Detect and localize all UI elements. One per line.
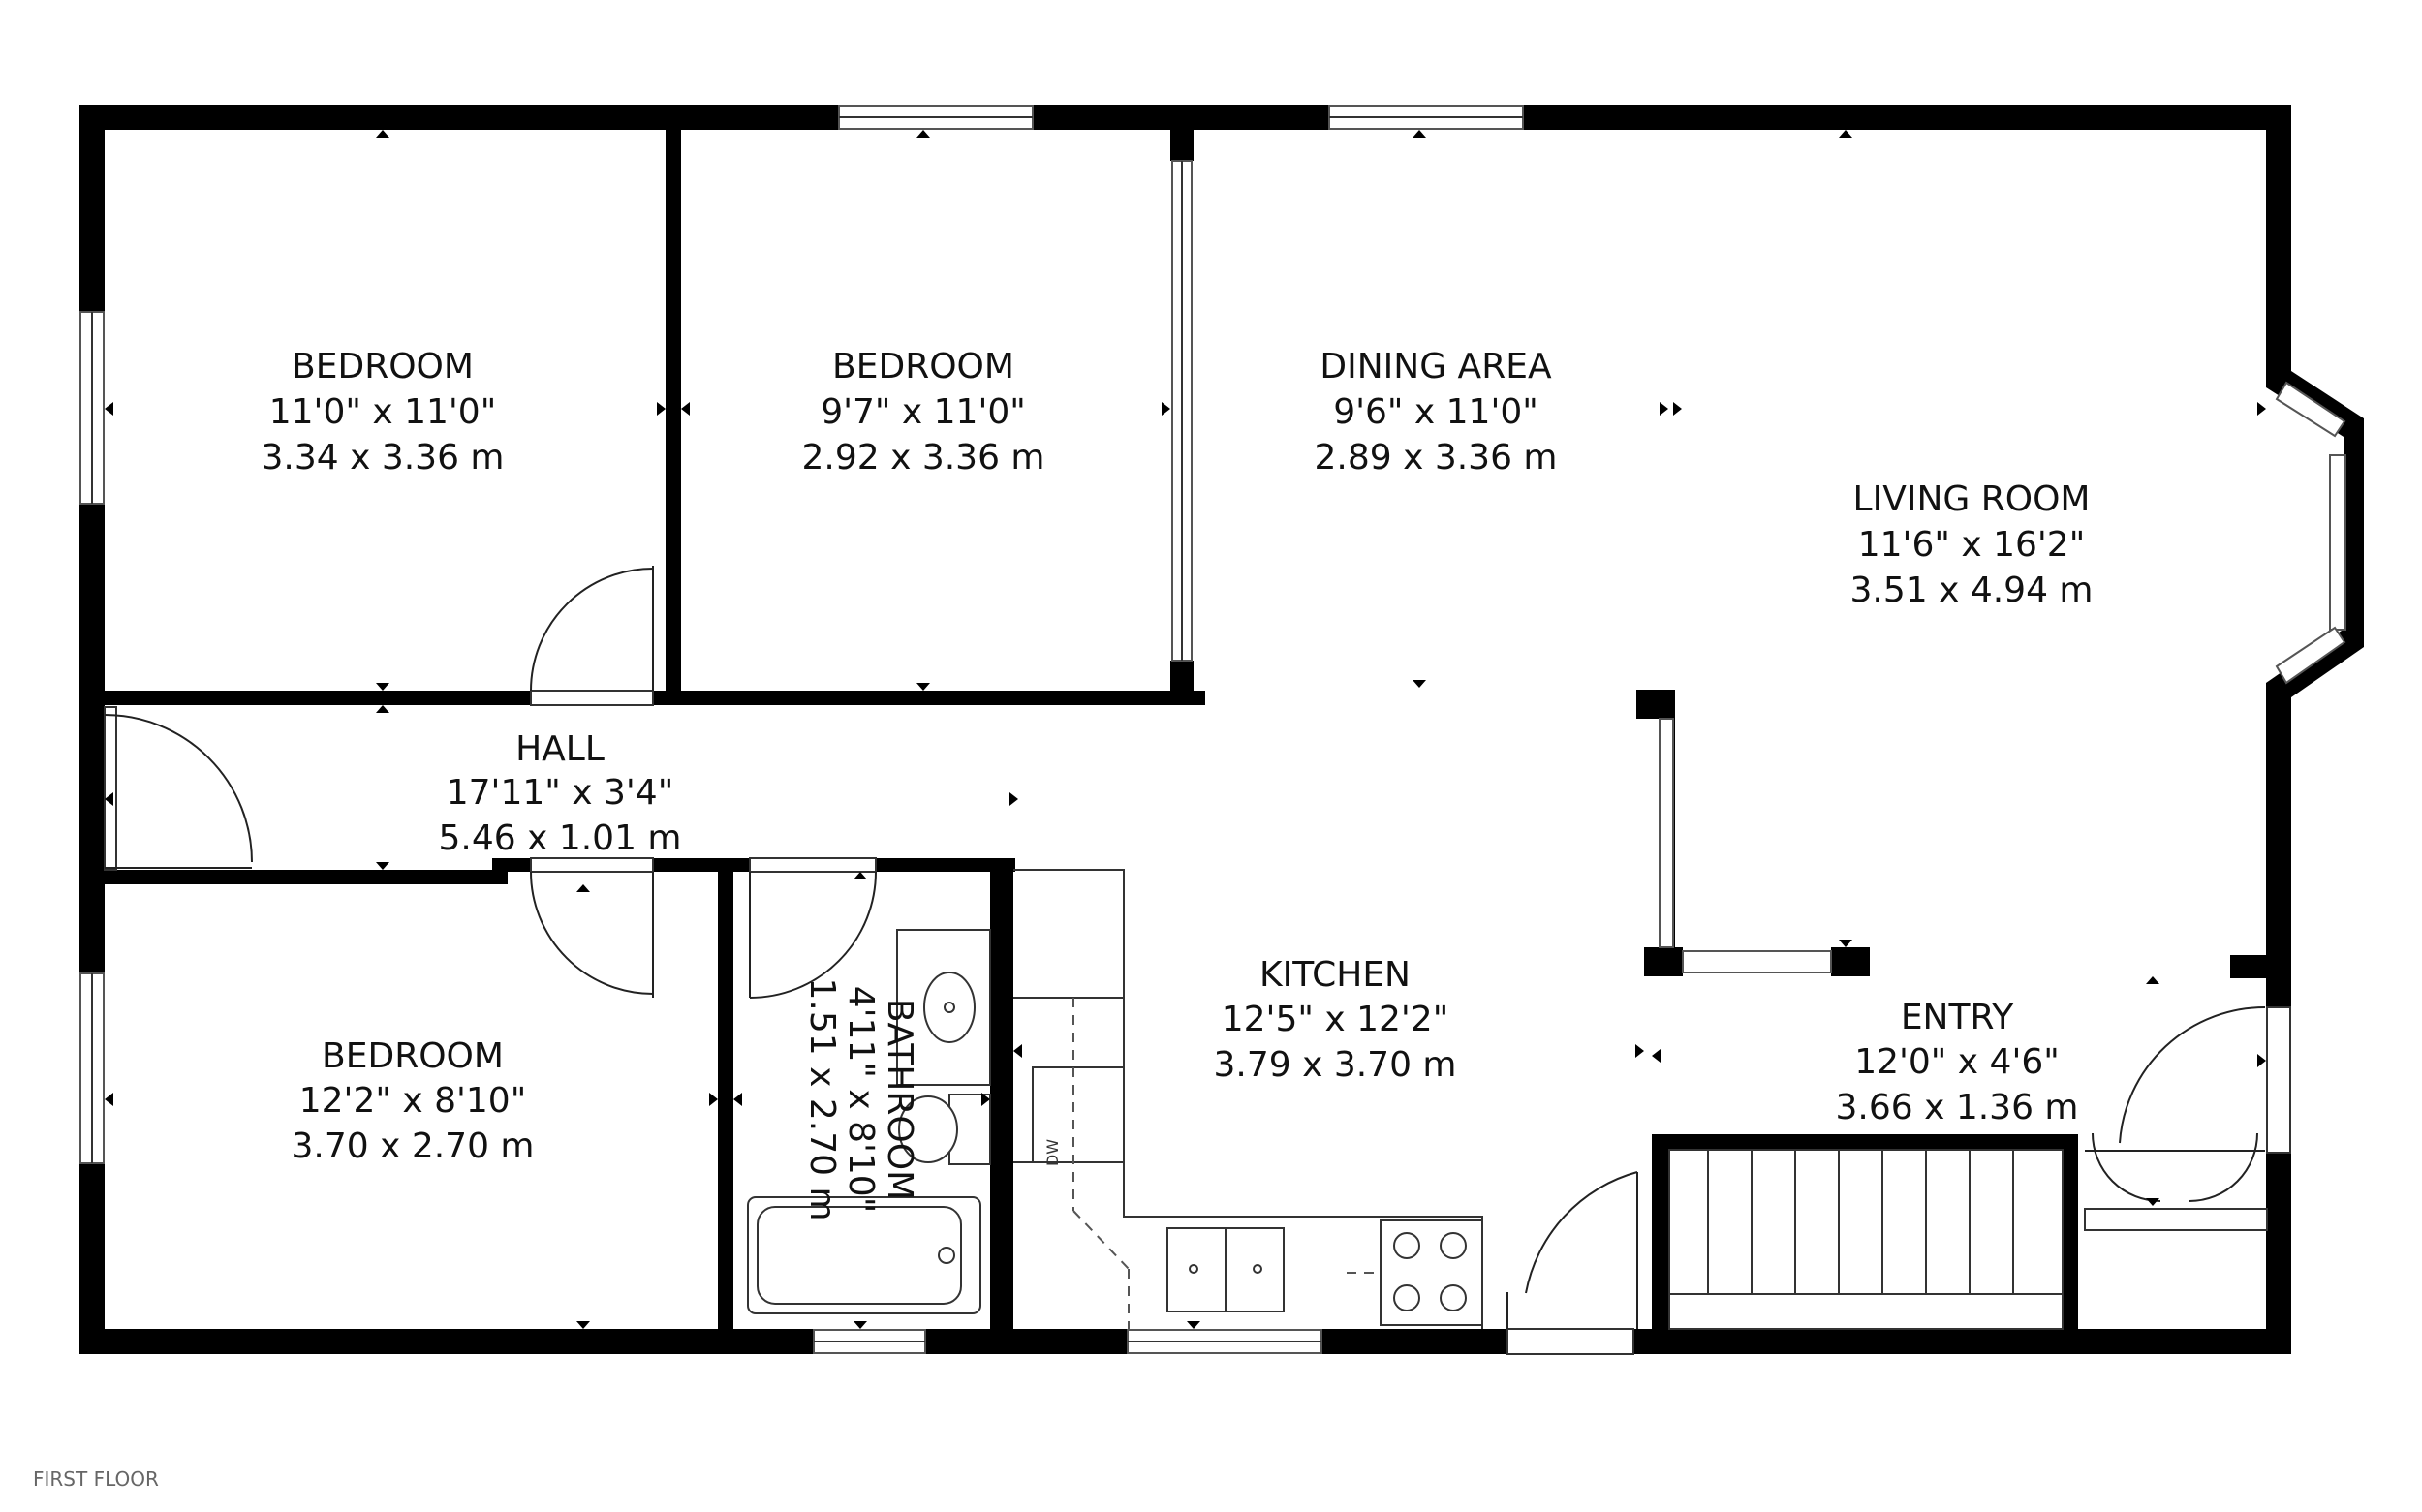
hall-imperial: 17'11" x 3'4" [447,773,674,813]
stove-icon [1380,1219,1483,1326]
bathroom-fixtures [747,929,991,1314]
kitchen-metric: 3.79 x 3.70 m [1213,1045,1456,1085]
bedroom-1-metric: 3.34 x 3.36 m [261,438,504,478]
living-room-metric: 3.51 x 4.94 m [1849,571,2093,610]
bedroom-3-imperial: 12'2" x 8'10" [299,1081,527,1121]
bathroom-metric: 1.51 x 2.70 m [802,977,842,1220]
bedroom-2-imperial: 9'7" x 11'0" [821,392,1026,432]
bedroom-2-name: BEDROOM [832,347,1014,386]
bathroom-name: BATHROOM [880,999,919,1200]
hall-name: HALL [515,729,605,769]
bay-window-upper [2275,381,2346,438]
kitchen-name: KITCHEN [1259,955,1411,995]
measurement-arrows [105,130,2266,1329]
entry-name: ENTRY [1901,998,2014,1037]
bathroom-imperial: 4'11" x 8'10" [841,986,881,1214]
windows [79,105,2346,1354]
living-room-name: LIVING ROOM [1853,479,2091,519]
bedroom-1-name: BEDROOM [292,347,474,386]
entry-imperial: 12'0" x 4'6" [1854,1042,2060,1082]
floor-name: FIRST FLOOR [33,1467,159,1491]
dining-area-metric: 2.89 x 3.36 m [1314,438,1557,478]
kitchen-imperial: 12'5" x 12'2" [1222,1000,1449,1039]
doors [104,566,2291,1355]
toilet-icon [898,1095,958,1163]
entry-metric: 3.66 x 1.36 m [1835,1088,2078,1127]
dishwasher [1032,1066,1125,1163]
dishwasher-label: DW [1043,1139,1062,1166]
bedroom-3-name: BEDROOM [322,1036,504,1076]
bedroom-1-imperial: 11'0" x 11'0" [269,392,497,432]
dining-area-imperial: 9'6" x 11'0" [1333,392,1538,432]
room-labels: BEDROOM 11'0" x 11'0" 3.34 x 3.36 m BEDR… [33,347,2094,1491]
dining-area-name: DINING AREA [1320,347,1552,386]
kitchen-fixtures [1013,869,1483,1329]
living-room-imperial: 11'6" x 16'2" [1858,525,2086,565]
hall-metric: 5.46 x 1.01 m [438,818,681,858]
staircase [1668,1149,2064,1330]
bay-window-lower [2275,626,2346,685]
bay-window-middle [2329,454,2346,631]
bedroom-3-metric: 3.70 x 2.70 m [291,1126,534,1166]
bedroom-2-metric: 2.92 x 3.36 m [801,438,1044,478]
